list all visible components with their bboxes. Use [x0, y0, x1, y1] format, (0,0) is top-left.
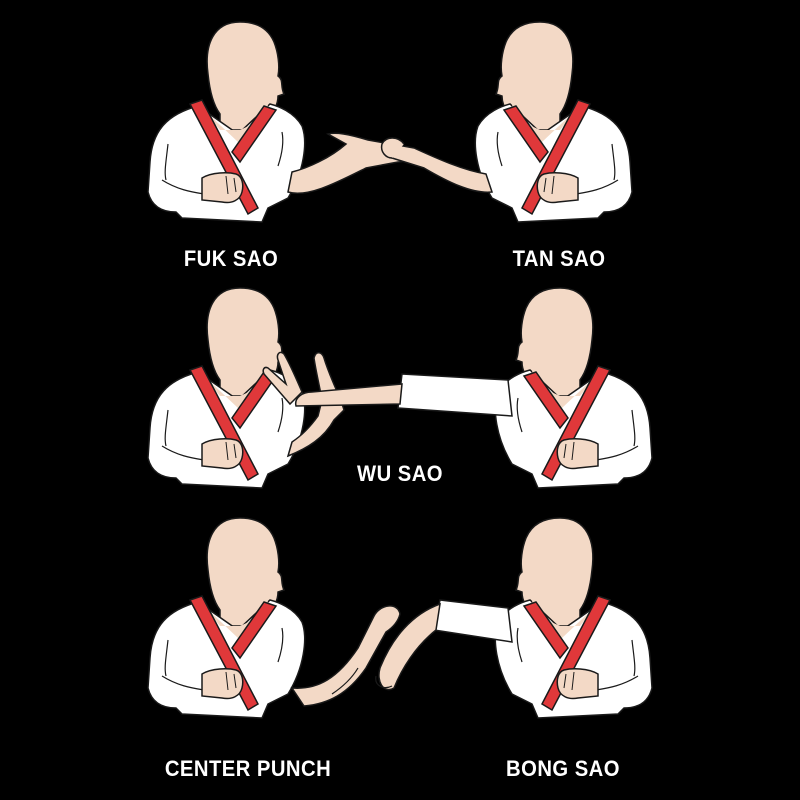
figure-wu-sao-right	[262, 287, 653, 489]
label-bong-sao: BONG SAO	[506, 756, 620, 781]
label-center-punch: CENTER PUNCH	[164, 756, 332, 781]
label-tan-sao: TAN SAO	[512, 246, 606, 271]
label-fuk-sao: FUK SAO	[183, 246, 279, 271]
figure-center-punch	[147, 517, 401, 719]
figure-fuk-sao	[147, 21, 414, 223]
label-wu-sao: WU SAO	[357, 461, 443, 486]
figure-wu-sao-left	[147, 287, 345, 489]
figure-bong-sao	[375, 517, 653, 719]
figure-tan-sao	[380, 21, 633, 223]
